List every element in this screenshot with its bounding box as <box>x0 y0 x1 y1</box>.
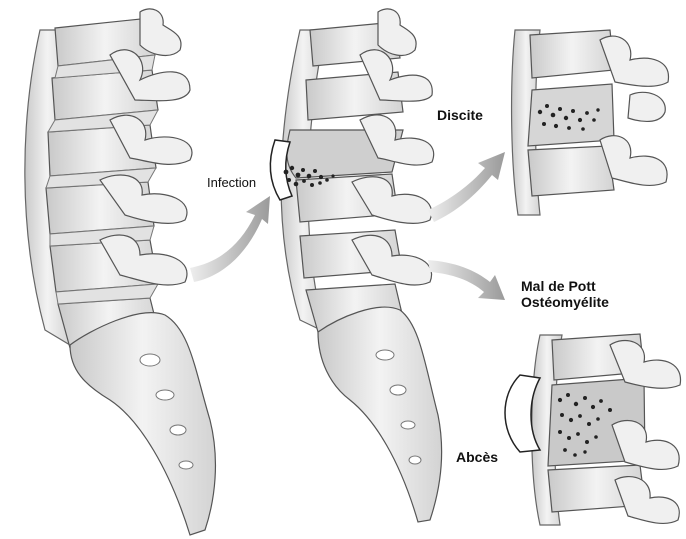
pott-disease-label: Mal de Pott Ostéomyélite <box>521 278 609 310</box>
pott-disease-detail-illustration <box>505 334 681 525</box>
discitis-label: Discite <box>437 107 483 123</box>
osteomyelitis-label: Ostéomyélite <box>521 294 609 310</box>
abscess-label: Abcès <box>456 449 498 465</box>
progression-arrow <box>190 196 270 282</box>
mal-de-pott-label: Mal de Pott <box>521 278 609 294</box>
healthy-spine-illustration <box>25 9 216 535</box>
progression-arrow <box>428 260 505 300</box>
progression-arrow <box>428 152 505 222</box>
discitis-detail-illustration <box>512 30 669 215</box>
infection-label: Infection <box>207 176 256 191</box>
infected-spine-illustration <box>270 9 441 522</box>
